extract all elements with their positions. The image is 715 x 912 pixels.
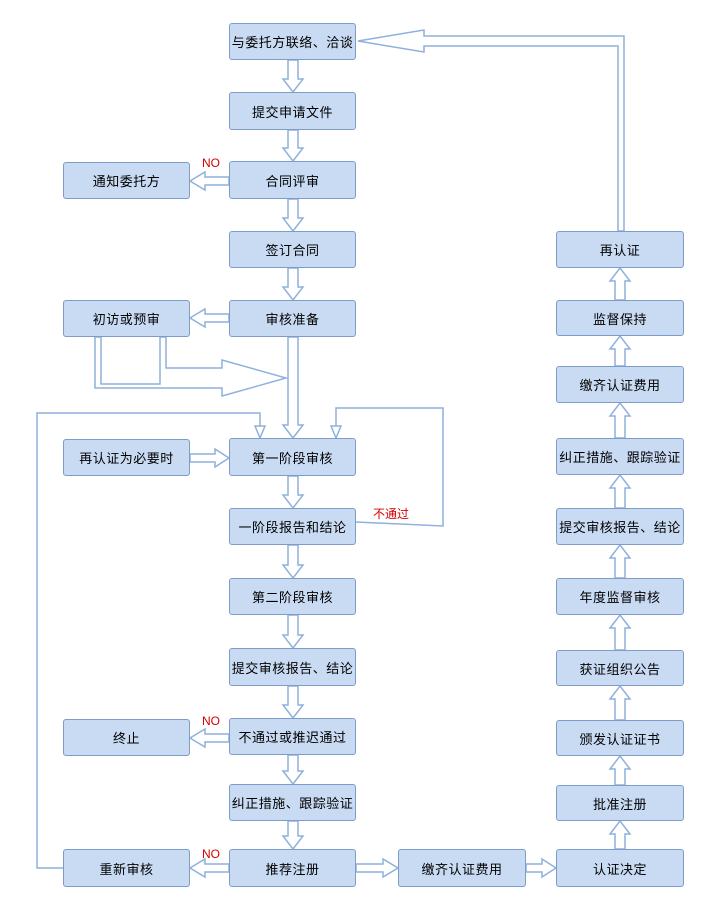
cert-decision-box: 认证决定	[556, 849, 684, 887]
submit-report-box: 提交审核报告、结论	[229, 648, 356, 686]
pay-fee-right-box: 缴齐认证费用	[556, 366, 684, 403]
arrow-recommend-to-reaudit	[188, 857, 230, 879]
approve-registration-box: 批准注册	[556, 785, 684, 821]
loop-fail-to-stage1	[335, 407, 444, 527]
arrow-stage2-to-submitreport	[281, 614, 305, 650]
publish-box: 获证组织公告	[556, 650, 684, 686]
stage1-audit-box: 第一阶段审核	[229, 438, 356, 476]
arrow-corrective-to-payfee	[608, 401, 632, 439]
arrow-report-to-corrective	[608, 473, 632, 509]
no-label-reaudit: NO	[202, 847, 220, 861]
arrow-payfee-to-decision	[525, 857, 558, 879]
arrow-review-to-sign	[281, 198, 305, 233]
arrow-contact-to-submit	[281, 59, 305, 94]
re-audit-box: 重新审核	[63, 849, 190, 887]
arrow-annual-to-report	[608, 543, 632, 579]
no-label-review: NO	[202, 156, 220, 170]
arrow-report-to-stage2	[281, 544, 305, 580]
arrow-initial-to-stage1	[94, 336, 289, 397]
audit-prep-box: 审核准备	[229, 300, 356, 337]
submit-application-box: 提交申请文件	[229, 92, 356, 130]
fail-or-delay-box: 不通过或推迟通过	[229, 718, 356, 755]
arrow-stage1-to-report	[281, 475, 305, 510]
arrow-review-to-notify	[188, 170, 230, 192]
arrow-approve-to-issue	[608, 754, 632, 786]
arrow-surveillance-to-recert	[608, 266, 632, 301]
corrective-right-box: 纠正措施、跟踪验证	[556, 438, 684, 475]
recert-when-needed-box: 再认证为必要时	[63, 439, 190, 476]
surveillance-box: 监督保持	[556, 300, 684, 336]
notify-client-box: 通知委托方	[63, 162, 190, 199]
submit-report-right-box: 提交审核报告、结论	[556, 508, 684, 545]
arrow-prep-to-initial	[188, 307, 230, 329]
arrow-recert-loop-to-contact	[357, 29, 625, 232]
issue-cert-box: 颁发认证证书	[556, 720, 684, 756]
corrective-action-box: 纠正措施、跟踪验证	[229, 784, 356, 821]
arrow-issue-to-publish	[608, 684, 632, 721]
arrow-recommend-to-payfee	[355, 857, 400, 879]
terminate-box: 终止	[63, 719, 190, 756]
arrow-corrective-to-recommend	[281, 820, 305, 851]
no-label-terminate: NO	[202, 714, 220, 728]
arrowhead-reaudit-loop	[253, 425, 267, 440]
stage1-report-box: 一阶段报告和结论	[229, 508, 356, 545]
initial-visit-box: 初访或预审	[63, 300, 190, 337]
annual-audit-box: 年度监督审核	[556, 578, 684, 615]
arrow-payfee-to-surveillance	[608, 334, 632, 367]
arrow-prep-to-stage1	[281, 336, 305, 440]
recommend-registration-box: 推荐注册	[229, 849, 356, 887]
arrow-submit-to-review	[281, 129, 305, 163]
arrow-submitreport-to-fail	[281, 685, 305, 720]
sign-contract-box: 签订合同	[229, 231, 356, 268]
arrow-fail-to-corrective	[281, 754, 305, 786]
recert-box: 再认证	[556, 231, 684, 268]
arrowhead-fail-loop	[329, 425, 343, 440]
arrow-fail-to-terminate	[188, 727, 230, 749]
arrow-sign-to-prep	[281, 267, 305, 302]
contract-review-box: 合同评审	[229, 161, 356, 199]
arrow-publish-to-annual	[608, 613, 632, 651]
stage2-audit-box: 第二阶段审核	[229, 578, 356, 615]
arrow-decision-to-approve	[608, 819, 632, 850]
fail-label: 不通过	[373, 507, 410, 521]
arrow-recert-to-stage1	[189, 447, 231, 469]
contact-client-box: 与委托方联络、洽谈	[229, 23, 356, 60]
pay-fee-bottom-box: 缴齐认证费用	[398, 849, 526, 887]
loop-reaudit-to-stage1	[36, 412, 261, 869]
